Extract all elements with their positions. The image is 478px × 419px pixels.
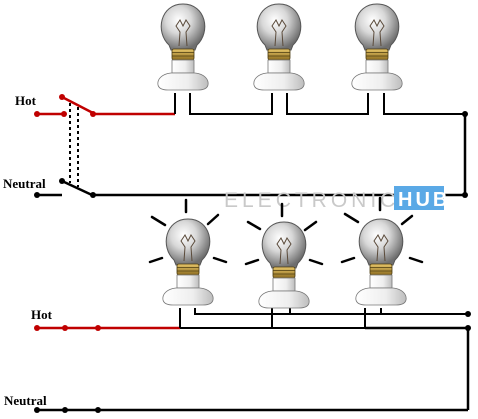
bulb-glow-rays bbox=[148, 196, 424, 266]
top-bulb-1 bbox=[157, 3, 209, 91]
top-circuit: Hot Neutral bbox=[3, 3, 468, 198]
top-hot-wire bbox=[34, 93, 176, 117]
watermark-badge-box bbox=[394, 186, 444, 210]
bottom-bulb-2 bbox=[258, 221, 310, 309]
bottom-bulb-3 bbox=[355, 218, 407, 306]
bottom-parallel-wiring bbox=[179, 308, 471, 329]
watermark: ELECTRONICS HUB bbox=[224, 186, 450, 212]
top-series-wiring bbox=[189, 93, 468, 117]
top-neutral-wire bbox=[34, 114, 468, 198]
top-bulb-3 bbox=[351, 3, 403, 91]
top-bulb-2 bbox=[253, 3, 305, 91]
bottom-hot-wire bbox=[34, 325, 180, 331]
bottom-circuit: Hot Neutral bbox=[4, 196, 471, 413]
bottom-neutral-label: Neutral bbox=[4, 393, 47, 408]
double-pole-switch bbox=[59, 94, 94, 197]
top-hot-label: Hot bbox=[15, 93, 37, 108]
watermark-text: ELECTRONICS bbox=[224, 189, 417, 212]
top-neutral-label: Neutral bbox=[3, 176, 46, 191]
bottom-hot-label: Hot bbox=[31, 307, 53, 322]
bottom-bulb-1 bbox=[162, 218, 214, 306]
watermark-badge: HUB bbox=[398, 189, 450, 211]
bottom-neutral-wire bbox=[34, 325, 471, 413]
